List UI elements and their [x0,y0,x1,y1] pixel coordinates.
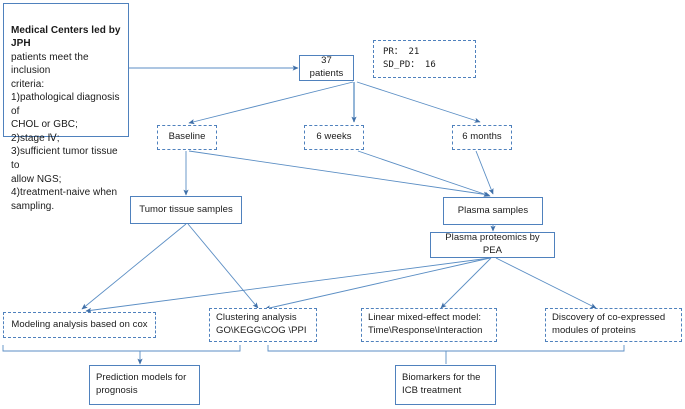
node-clustering-analysis-label: Clustering analysis GO\KEGG\COG \PPI [216,312,307,336]
edge-proteomics-to-linear [440,257,492,309]
edge-baseline-to-plasma [188,150,490,197]
node-modeling-analysis-label: Modeling analysis based on cox [11,318,148,330]
edge-tumor-to-clustering [187,223,259,309]
node-plasma-proteomics[interactable]: Plasma proteomics by PEA [430,232,555,258]
edge-proteomics-to-modeling [85,257,491,313]
node-6-weeks-label: 6 weeks [316,131,352,143]
node-37-patients[interactable]: 37 patients [299,55,354,81]
node-coexpressed-modules[interactable]: Discovery of co-expressed modules of pro… [545,308,682,342]
node-tumor-tissue-samples[interactable]: Tumor tissue samples [130,196,242,224]
node-baseline-label: Baseline [168,131,206,143]
node-linear-mixed-effect-model-label: Linear mixed-effect model: Time\Response… [368,312,483,336]
node-37-patients-label: 37 patients [309,55,344,79]
node-prediction-models[interactable]: Prediction models for prognosis [89,365,200,405]
node-coexpressed-modules-label: Discovery of co-expressed modules of pro… [552,312,666,336]
node-6-months[interactable]: 6 months [452,125,512,150]
node-plasma-proteomics-label: Plasma proteomics by PEA [445,232,540,256]
edge-proteomics-to-coexpressed [495,257,597,309]
node-tumor-tissue-samples-label: Tumor tissue samples [139,203,233,215]
edge-proteomics-to-clustering [264,257,491,311]
node-biomarkers-icb-label: Biomarkers for the ICB treatment [402,372,481,396]
node-plasma-samples-label: Plasma samples [457,204,529,216]
node-clustering-analysis[interactable]: Clustering analysis GO\KEGG\COG \PPI [209,308,317,342]
bracket-right [267,345,625,364]
node-prediction-models-label: Prediction models for prognosis [96,372,187,396]
edge-patients-to-baseline [188,81,354,125]
node-6-months-label: 6 months [462,131,502,143]
inclusion-criteria-body: patients meet the inclusion criteria: 1)… [11,51,120,212]
node-linear-mixed-effect-model[interactable]: Linear mixed-effect model: Time\Response… [361,308,497,342]
node-biomarkers-icb[interactable]: Biomarkers for the ICB treatment [395,365,496,405]
node-modeling-analysis[interactable]: Modeling analysis based on cox [3,312,156,338]
node-6-weeks[interactable]: 6 weeks [304,125,364,150]
edge-tumor-to-modeling [81,223,187,310]
edge-6months-to-plasma [475,150,494,195]
node-response-stats-label: PR： 21 SD_PD： 16 [383,46,436,71]
edge-6weeks-to-plasma [357,150,491,197]
edge-patients-to-6months [356,81,481,123]
inclusion-criteria-title: Medical Centers led by JPH [11,24,121,50]
bracket-left [2,345,241,364]
node-plasma-samples[interactable]: Plasma samples [443,197,543,225]
node-response-stats: PR： 21 SD_PD： 16 [373,40,476,78]
node-baseline[interactable]: Baseline [157,125,217,150]
